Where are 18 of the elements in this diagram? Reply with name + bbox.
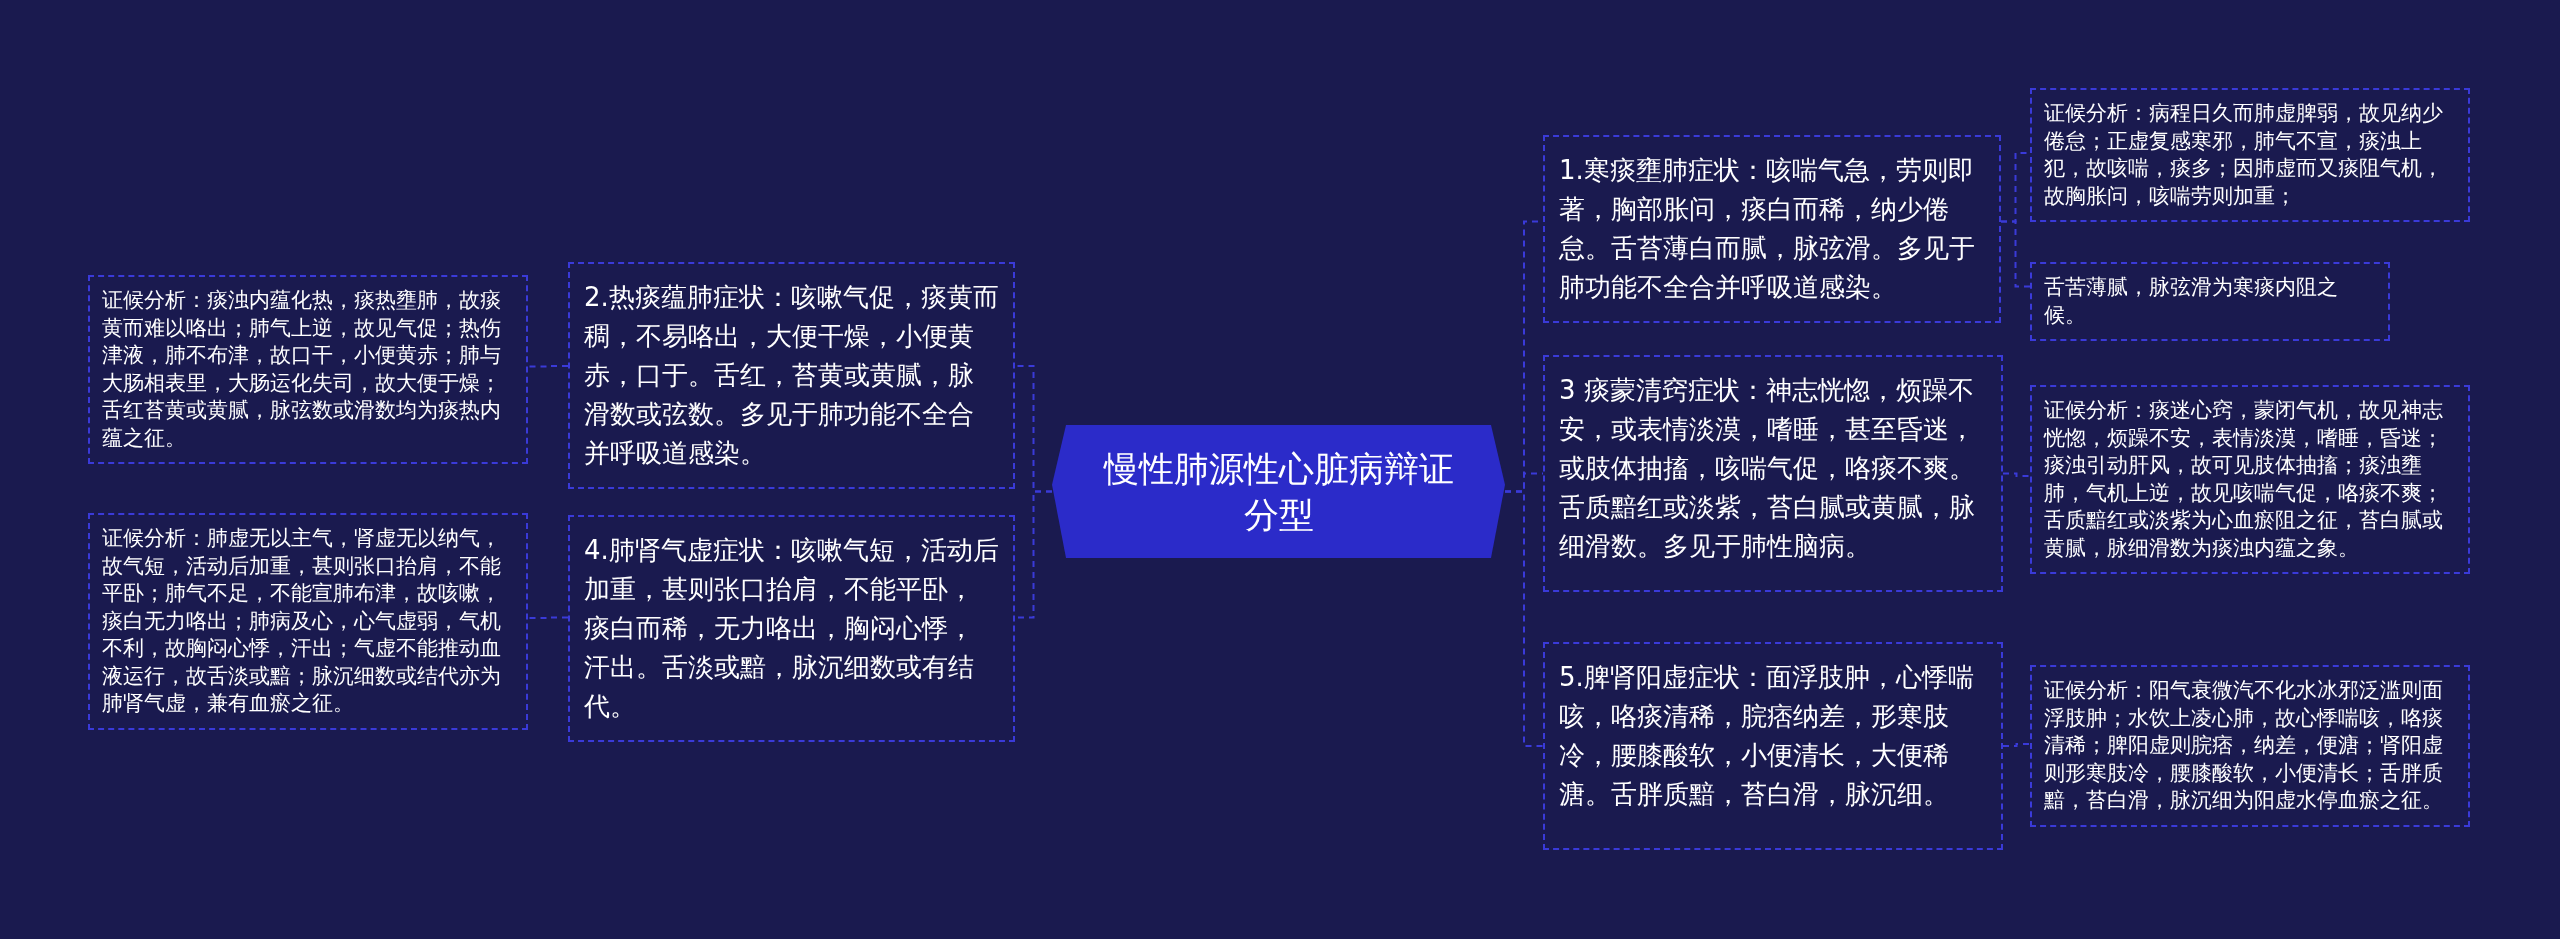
analysis-box: 证候分析：肺虚无以主气，肾虚无以纳气，故气短，活动后加重，甚则张口抬肩，不能平卧；肺气不足，不能宣肺布津，故咳嗽，痰白无力咯出；肺病及心，心气虚弱，气机不利，故胸闷心悸，汗出；气虚不能推动血液运行，故舌淡或黯；脉沉细数或结代亦为肺肾气虚，兼有血瘀之征。 — [88, 513, 528, 730]
connector — [2002, 743, 2031, 747]
connector — [527, 616, 569, 619]
analysis-box: 舌苦薄腻，脉弦滑为寒痰内阻之候。 — [2030, 262, 2390, 341]
symptom-box: 5.脾肾阳虚症状：面浮肢肿，心悸喘咳，咯痰清稀，脘痞纳差，形寒肢冷，腰膝酸软，小便清长，大便稀溏。舌胖质黯，苔白滑，脉沉细。 — [1543, 642, 2003, 850]
connector — [1504, 490, 1544, 747]
analysis-box: 证候分析：阳气衰微汽不化水冰邪泛滥则面浮肢肿；水饮上凌心肺，故心悸喘咳，咯痰清稀；脾阳虚则脘痞，纳差，便溏；肾阳虚则形寒肢冷，腰膝酸软，小便清长；舌胖质黯，苔白滑，脉沉细为阳虚水停血瘀之征。 — [2030, 665, 2470, 827]
symptom-box: 3 痰蒙清窍症状：神志恍惚，烦躁不安，或表情淡漠，嗜睡，甚至昏迷，或肢体抽搐，咳喘气促，咯痰不爽。舌质黯红或淡紫，苔白腻或黄腻，脉细滑数。多见于肺性脑病。 — [1543, 355, 2003, 592]
symptom-box: 4.肺肾气虚症状：咳嗽气短，活动后加重，甚则张口抬肩，不能平卧，痰白而稀，无力咯出，胸闷心悸，汗出。舌淡或黯，脉沉细数或有结代。 — [568, 515, 1015, 742]
topic-hexagon: 慢性肺源性心脏病辩证分型 — [1052, 425, 1505, 558]
connector — [2000, 220, 2031, 288]
connector — [527, 365, 569, 368]
symptom-box: 1.寒痰壅肺症状：咳喘气急，劳则即著，胸部胀问，痰白而稀，纳少倦怠。舌苔薄白而腻，脉弦滑。多见于肺功能不全合并呼吸道感染。 — [1543, 135, 2001, 323]
symptom-box: 2.热痰蕴肺症状：咳嗽气促，痰黄而稠，不易咯出，大便干燥，小便黄赤，口于。舌红，苔黄或黄腻，脉滑数或弦数。多见于肺功能不全合并呼吸道感染。 — [568, 262, 1015, 489]
analysis-box: 证候分析：痰迷心窍，蒙闭气机，故见神志恍惚，烦躁不安，表情淡漠，嗜睡，昏迷；痰浊引动肝风，故可见肢体抽搐；痰浊壅肺，气机上逆，故见咳喘气促，咯痰不爽；舌质黯红或淡紫为心血瘀阻之征，苔白腻或黄腻，脉细滑数为痰浊内蕴之象。 — [2030, 385, 2470, 574]
analysis-box: 证候分析：痰浊内蕴化热，痰热壅肺，故痰黄而难以咯出；肺气上逆，故见气促；热伤津液，肺不布津，故口干，小便黄赤；肺与大肠相表里，大肠运化失司，故大便于燥；舌红苔黄或黄腻，脉弦数或滑数均为痰热内蕴之征。 — [88, 275, 528, 464]
connector — [2002, 472, 2031, 477]
analysis-box: 证候分析：病程日久而肺虚脾弱，故见纳少倦怠；正虚复感寒邪，肺气不宣，痰浊上犯，故咳喘，痰多；因肺虚而又痰阻气机，故胸胀问，咳喘劳则加重； — [2030, 88, 2470, 222]
